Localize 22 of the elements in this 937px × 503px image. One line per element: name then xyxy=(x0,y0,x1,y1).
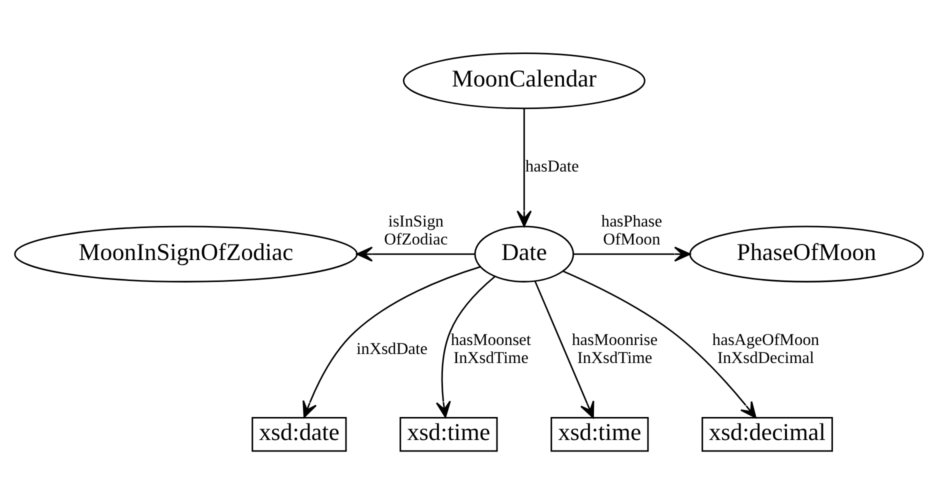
edge-label: hasPhase OfMoon xyxy=(600,211,662,248)
node-box: xsd:date xyxy=(251,416,346,452)
edge-label: hasMoonrise InXsdTime xyxy=(571,329,658,367)
node-ellipse: MoonInSignOfZodiac xyxy=(14,225,358,282)
node-box: xsd:time xyxy=(399,416,498,452)
node-ellipse: MoonCalendar xyxy=(402,52,645,109)
arrow xyxy=(572,246,690,262)
edge-label: hasDate xyxy=(524,156,578,176)
arrow xyxy=(516,108,532,226)
edge-label: hasMoonset InXsdTime xyxy=(450,329,531,367)
edge-label: hasAgeOfMoon InXsdDecimal xyxy=(712,329,819,367)
node-ellipse: PhaseOfMoon xyxy=(688,225,924,282)
edge-label: isInSign OfZodiac xyxy=(384,211,448,248)
edge-label: inXsdDate xyxy=(356,338,428,358)
node-box: xsd:decimal xyxy=(701,416,832,452)
arrow xyxy=(356,246,474,262)
arrow xyxy=(562,270,756,418)
arrow xyxy=(435,276,495,418)
arrow xyxy=(302,266,480,418)
node-ellipse: Date xyxy=(474,225,574,282)
node-box: xsd:time xyxy=(550,416,648,452)
arrow xyxy=(534,280,594,418)
